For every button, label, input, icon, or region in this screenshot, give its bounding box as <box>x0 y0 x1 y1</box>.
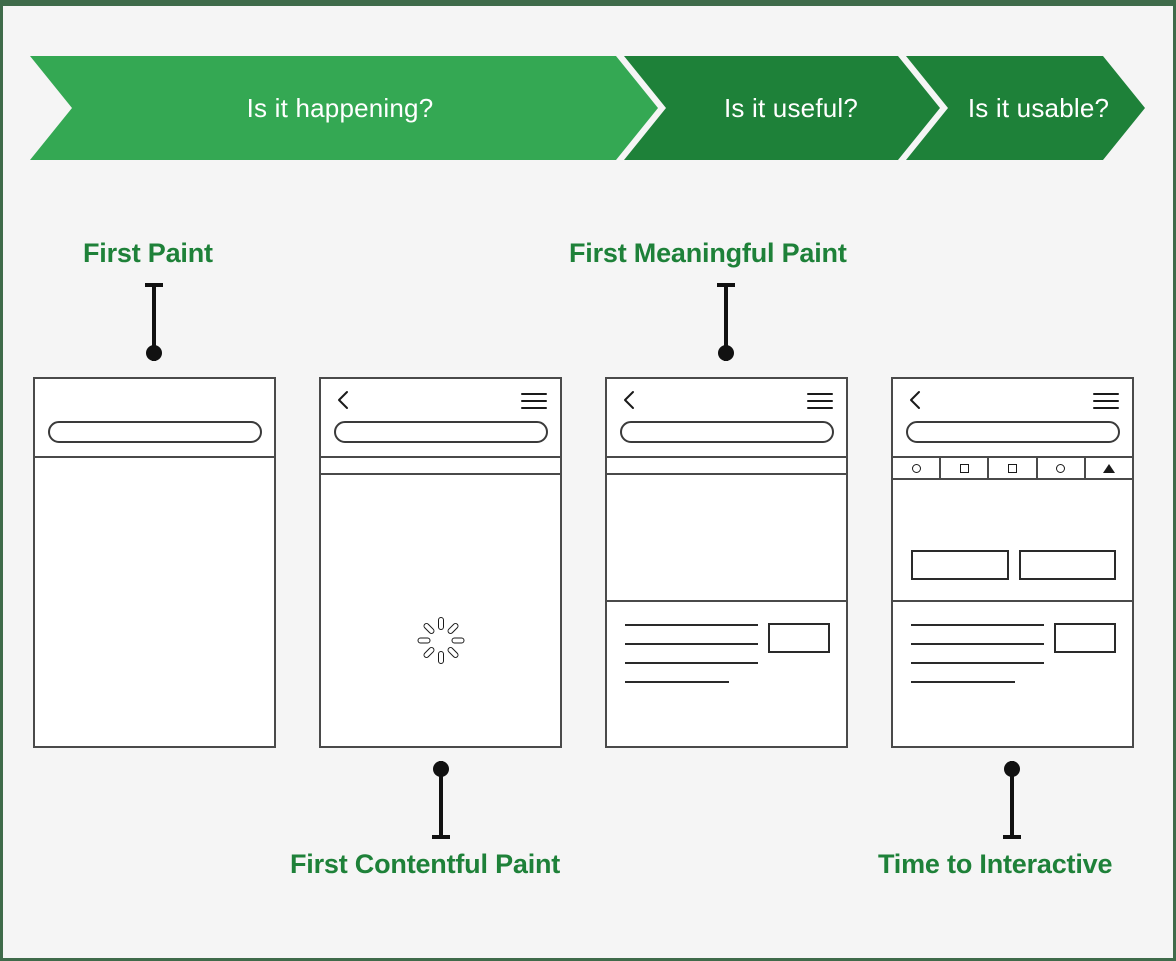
toolbar-cell-1[interactable] <box>893 458 942 478</box>
frame-header <box>35 379 274 458</box>
connector-dot <box>718 345 734 361</box>
text-line <box>625 681 729 683</box>
url-bar-pill[interactable] <box>906 421 1120 443</box>
action-button-left[interactable] <box>911 550 1009 580</box>
frame-header <box>893 379 1132 458</box>
secondary-strip <box>321 458 560 475</box>
metric-label-first-contentful-paint: First Contentful Paint <box>290 849 561 879</box>
text-line <box>625 643 758 645</box>
url-bar-pill[interactable] <box>620 421 834 443</box>
metric-label-time-to-interactive: Time to Interactive <box>878 849 1113 879</box>
first-contentful-paint-frame[interactable] <box>319 377 562 748</box>
banner-shapes <box>30 56 1145 160</box>
text-line <box>911 643 1044 645</box>
text-line <box>911 681 1015 683</box>
first-paint-frame[interactable] <box>33 377 276 748</box>
connector-cap <box>432 835 450 839</box>
phase-banner: Is it happening? Is it useful? Is it usa… <box>30 56 1145 160</box>
chevron-left-icon[interactable] <box>620 389 638 411</box>
action-button-row <box>911 550 1116 580</box>
circle-icon <box>1056 463 1066 473</box>
text-line <box>911 662 1044 664</box>
connector-stem <box>439 761 443 839</box>
url-bar-pill[interactable] <box>334 421 548 443</box>
toolbar-cell-3[interactable] <box>989 458 1038 478</box>
square-icon <box>959 463 969 473</box>
frame-header <box>321 379 560 458</box>
connector-time-to-interactive <box>999 761 1025 839</box>
content-block <box>607 600 846 683</box>
banner-segment-useful[interactable] <box>624 56 940 160</box>
connector-cap <box>1003 835 1021 839</box>
hamburger-menu-icon[interactable] <box>1093 393 1119 409</box>
hamburger-menu-icon[interactable] <box>521 393 547 409</box>
first-meaningful-paint-frame[interactable] <box>605 377 848 748</box>
toolbar-cell-2[interactable] <box>941 458 990 478</box>
thumbnail-box <box>768 623 830 653</box>
time-to-interactive-frame[interactable] <box>891 377 1134 748</box>
connector-stem <box>1010 761 1014 839</box>
text-line <box>625 624 758 626</box>
url-bar-pill[interactable] <box>48 421 262 443</box>
metric-label-first-meaningful-paint: First Meaningful Paint <box>569 238 847 268</box>
triangle-icon <box>1102 463 1115 473</box>
connector-stem <box>152 283 156 361</box>
hamburger-menu-icon[interactable] <box>807 393 833 409</box>
text-placeholder-lines <box>911 624 1044 700</box>
text-line <box>625 662 758 664</box>
banner-segment-happening[interactable] <box>30 56 658 160</box>
metric-label-first-paint: First Paint <box>83 238 213 268</box>
text-line <box>911 624 1044 626</box>
connector-stem <box>724 283 728 361</box>
connector-first-meaningful-paint <box>713 283 739 361</box>
content-block <box>893 550 1132 683</box>
circle-icon <box>911 463 921 473</box>
toolbar-cell-4[interactable] <box>1038 458 1086 478</box>
chevron-left-icon[interactable] <box>334 389 352 411</box>
text-placeholder-lines <box>625 624 758 700</box>
loading-spinner-icon <box>417 616 465 664</box>
icon-toolbar <box>893 458 1132 480</box>
connector-dot <box>146 345 162 361</box>
connector-first-contentful-paint <box>428 761 454 839</box>
toolbar-cell-5[interactable] <box>1086 458 1132 478</box>
chevron-left-icon[interactable] <box>906 389 924 411</box>
secondary-strip <box>607 458 846 475</box>
square-icon <box>1008 463 1017 473</box>
thumbnail-box <box>1054 623 1116 653</box>
action-button-right[interactable] <box>1018 550 1116 580</box>
banner-segment-usable[interactable] <box>906 56 1145 160</box>
frame-header <box>607 379 846 458</box>
connector-first-paint <box>141 283 167 361</box>
